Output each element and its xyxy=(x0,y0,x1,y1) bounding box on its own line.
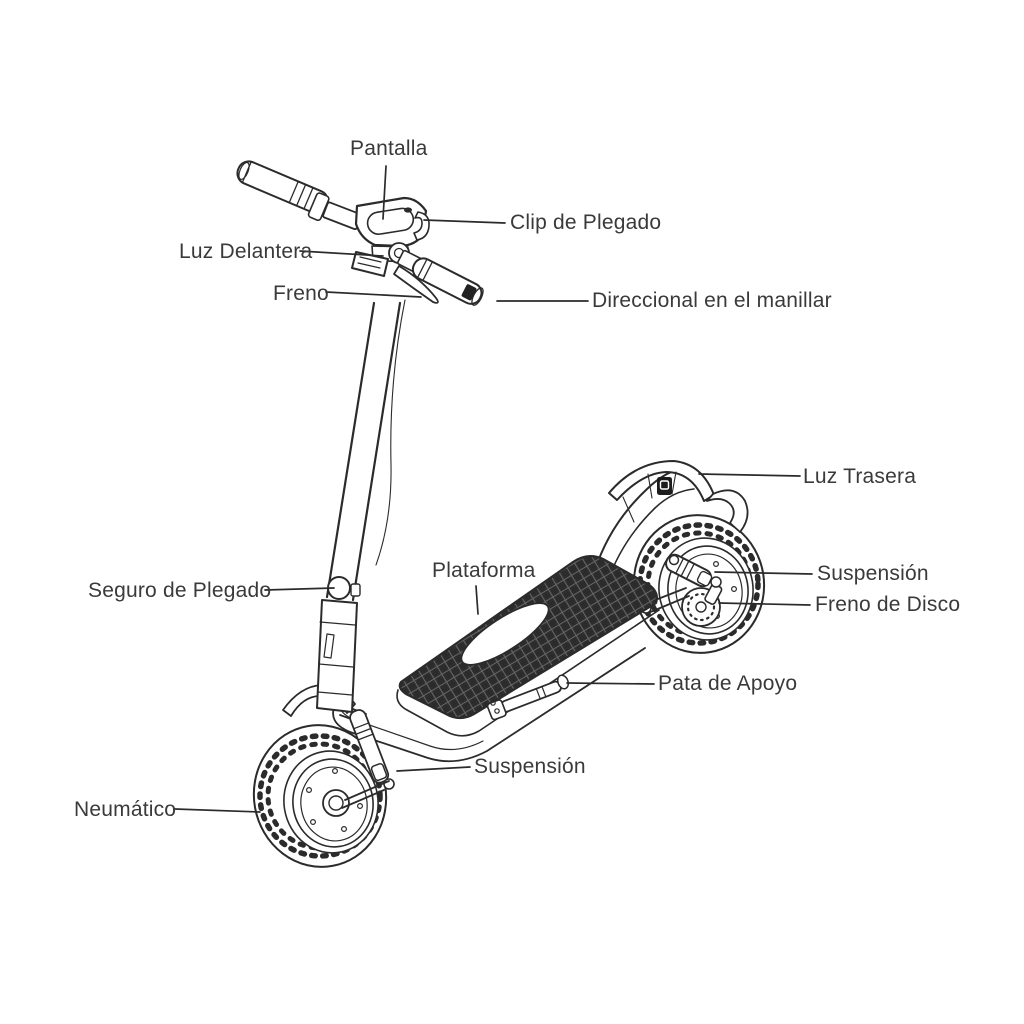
leader-plataforma xyxy=(475,585,479,615)
label-pantalla: Pantalla xyxy=(350,137,428,160)
label-suspension-trasera: Suspensión xyxy=(817,562,929,585)
label-plataforma: Plataforma xyxy=(432,559,536,582)
label-suspension-delantera: Suspensión xyxy=(474,755,586,778)
label-luz-trasera: Luz Trasera xyxy=(803,465,917,488)
leader-suspension-delantera xyxy=(396,766,471,772)
deck xyxy=(332,555,660,763)
display-housing xyxy=(354,196,430,248)
leader-clip-de-plegado xyxy=(423,219,506,224)
folding-mechanism xyxy=(316,576,361,713)
folding-lock xyxy=(327,576,361,600)
label-clip-de-plegado: Clip de Plegado xyxy=(510,211,662,234)
leader-pantalla xyxy=(382,165,387,220)
label-freno-de-disco: Freno de Disco xyxy=(815,593,961,616)
kickstand xyxy=(486,674,570,721)
right-grip xyxy=(397,249,484,306)
leader-luz-trasera xyxy=(698,473,801,477)
tail-light xyxy=(657,477,672,495)
brake-lever xyxy=(393,265,439,304)
label-pata-de-apoyo: Pata de Apoyo xyxy=(658,672,798,695)
front-wheel xyxy=(252,724,388,868)
label-freno: Freno xyxy=(273,282,329,305)
front-suspension xyxy=(339,705,395,809)
leader-suspension-trasera xyxy=(714,571,813,575)
leader-pata-de-apoyo xyxy=(566,682,655,685)
rear-disc-brake xyxy=(681,583,723,627)
label-direccional: Direccional en el manillar xyxy=(592,289,832,312)
left-grip xyxy=(236,160,363,231)
leader-neumatico xyxy=(174,808,261,813)
rear-fender xyxy=(594,460,749,584)
label-luz-delantera: Luz Delantera xyxy=(179,240,313,263)
handlebar xyxy=(236,160,484,306)
leader-lines xyxy=(174,165,813,813)
front-light xyxy=(351,251,389,277)
leader-freno xyxy=(325,291,422,298)
leader-freno-de-disco xyxy=(718,602,811,606)
stem xyxy=(325,299,406,602)
rear-suspension xyxy=(640,553,722,614)
label-neumatico: Neumático xyxy=(74,798,177,821)
display-screen xyxy=(366,207,415,235)
leader-seguro-de-plegado xyxy=(264,587,335,591)
label-seguro-de-plegado: Seguro de Plegado xyxy=(88,579,272,602)
leader-luz-delantera xyxy=(299,250,384,257)
